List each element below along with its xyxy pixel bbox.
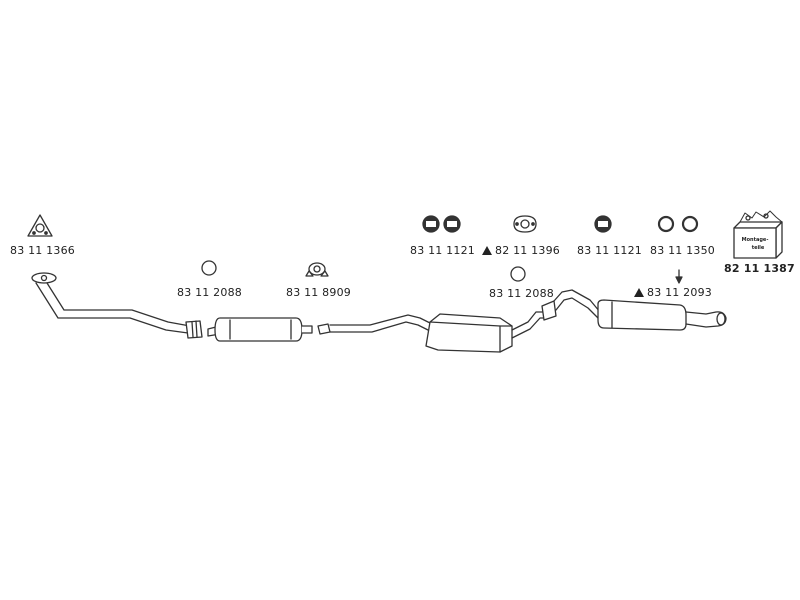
front-muffler <box>207 317 313 342</box>
mounting-kit-label: Montage- teile <box>742 237 769 251</box>
rubber-mount-icon <box>422 215 461 233</box>
part-number-flange-gasket-front: 83 11 1366 <box>10 244 75 257</box>
rear-marker-icon <box>675 269 683 284</box>
clamp-icon <box>305 262 329 277</box>
rubber-mount-icon-2 <box>594 215 612 233</box>
center-muffler <box>425 311 549 353</box>
mounting-kit-label-line1: Montage- <box>742 237 769 243</box>
part-number-mounting-kit: 82 11 1387 <box>724 262 795 275</box>
mounting-kit-box-icon <box>733 210 783 259</box>
part-number-ring-1: 83 11 2088 <box>177 286 242 299</box>
part-number-flange-gasket-mid: 82 11 1396 <box>482 244 560 257</box>
flange-gasket-front-icon <box>27 214 53 237</box>
part-number-rubber-mounts-2: 83 11 1121 <box>577 244 642 257</box>
rear-muffler <box>597 299 727 331</box>
middle-pipe <box>317 314 433 335</box>
ring-icon-2 <box>510 266 526 282</box>
part-number-rear-marker: 83 11 2093 <box>634 286 712 299</box>
part-number-clamp: 83 11 8909 <box>286 286 351 299</box>
front-pipe <box>31 272 203 339</box>
mounting-kit-label-line2: teile <box>752 245 765 251</box>
part-number-o-rings: 83 11 1350 <box>650 244 715 257</box>
part-number-rear-marker-text: 83 11 2093 <box>647 286 712 299</box>
ring-icon <box>201 260 217 276</box>
part-number-flange-gasket-mid-text: 82 11 1396 <box>495 244 560 257</box>
flange-gasket-mid-icon <box>513 215 537 233</box>
rear-pipe <box>541 289 601 321</box>
triangle-marker-icon-2 <box>634 288 644 297</box>
o-ring-icon <box>657 215 699 233</box>
triangle-marker-icon <box>482 246 492 255</box>
part-number-rubber-mounts-1: 83 11 1121 <box>410 244 475 257</box>
part-number-ring-2: 83 11 2088 <box>489 287 554 300</box>
